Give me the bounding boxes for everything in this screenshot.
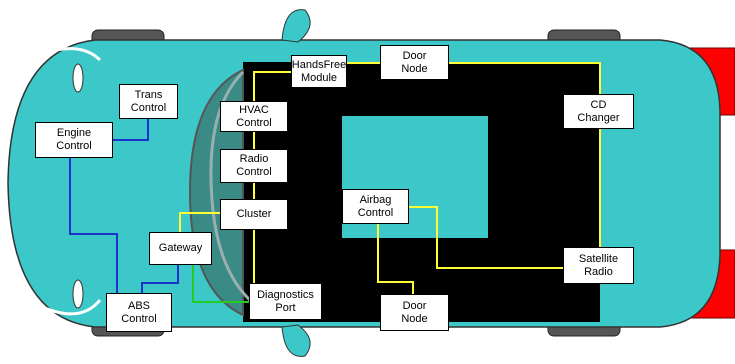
node-cd-changer[interactable]: CD Changer bbox=[563, 94, 634, 129]
node-trans-control[interactable]: Trans Control bbox=[119, 84, 178, 119]
node-abs-control[interactable]: ABS Control bbox=[106, 293, 172, 332]
node-door-node-bottom[interactable]: Door Node bbox=[380, 294, 449, 331]
node-gateway[interactable]: Gateway bbox=[149, 232, 212, 265]
bus-green bbox=[192, 265, 249, 303]
headlight-top-rim bbox=[37, 47, 102, 62]
mirror-bottom bbox=[281, 324, 311, 357]
node-radio-control[interactable]: Radio Control bbox=[220, 149, 288, 183]
headlight-top bbox=[72, 63, 84, 93]
bus-blue-1 bbox=[113, 119, 149, 141]
bus-yellow-7 bbox=[449, 62, 601, 94]
node-handsfree-module[interactable]: HandsFree Module bbox=[291, 55, 347, 88]
bus-yellow-1 bbox=[253, 71, 291, 101]
bus-blue-3 bbox=[141, 265, 179, 293]
node-engine-control[interactable]: Engine Control bbox=[35, 122, 113, 158]
headlight-bottom-rim bbox=[37, 299, 102, 316]
node-door-node-top[interactable]: Door Node bbox=[380, 45, 449, 80]
bus-yellow-4 bbox=[179, 212, 220, 232]
node-hvac-control[interactable]: HVAC Control bbox=[220, 101, 288, 132]
mirror-top bbox=[281, 9, 311, 43]
windshield-arc bbox=[209, 70, 263, 312]
node-diagnostics-port[interactable]: Diagnostics Port bbox=[249, 283, 322, 320]
node-cluster[interactable]: Cluster bbox=[220, 199, 288, 230]
bus-yellow-9 bbox=[409, 206, 563, 269]
headlight-bottom bbox=[72, 279, 84, 309]
bus-yellow-10 bbox=[377, 224, 414, 294]
node-airbag-control[interactable]: Airbag Control bbox=[342, 189, 409, 224]
node-satellite-radio[interactable]: Satellite Radio bbox=[563, 247, 634, 284]
bus-blue-2 bbox=[69, 158, 118, 293]
